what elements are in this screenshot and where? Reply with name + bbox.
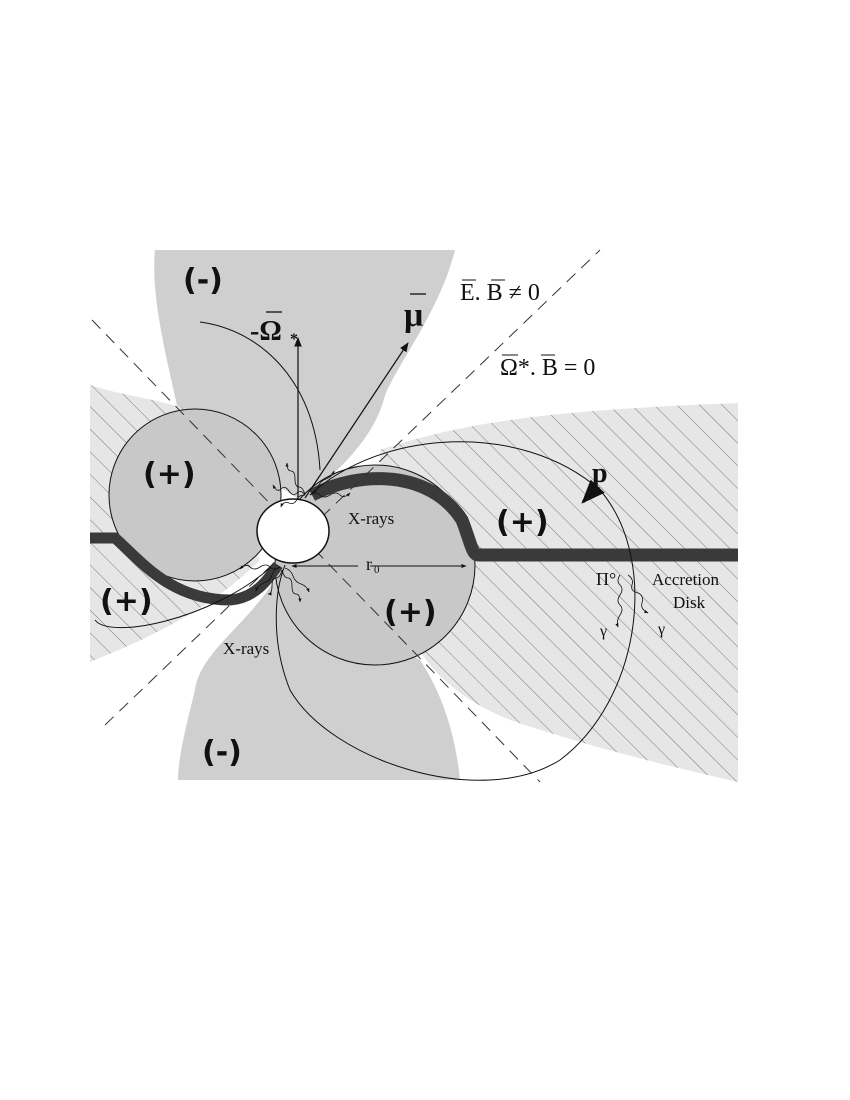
xrays-label-top: X-rays [348, 509, 394, 528]
p-arrow [581, 479, 605, 504]
positive-lobe-upper-left [108, 408, 282, 582]
xray-photons-bottom [239, 564, 310, 603]
disk-label: Disk [673, 593, 706, 612]
plus-label-left-disk: (+) [100, 584, 153, 619]
gamma-label-1: γ [599, 623, 607, 640]
null-line-diagonal-up [104, 249, 601, 726]
mu-vector [304, 342, 409, 499]
disk-region-right-hatch [380, 403, 738, 782]
plus-label-lower-lobe: (+) [384, 595, 437, 630]
r0-label: r [366, 554, 372, 574]
e-dot-b-label: E. B ≠ 0 [460, 280, 540, 306]
neg-omega-label: -Ω [250, 316, 282, 347]
disk-current-sheet-left [90, 532, 283, 606]
field-line-left-arc [94, 567, 271, 629]
xray-photons-top [272, 462, 351, 508]
field-line-top-left [199, 321, 321, 471]
field-line-large-right [275, 441, 636, 781]
pion-label: Π° [596, 569, 616, 589]
gamma-ray-photons [615, 574, 649, 628]
minus-label-top: (-) [183, 263, 223, 298]
p-label: p [592, 458, 608, 489]
negative-region-bottom [178, 570, 460, 780]
accretion-label: Accretion [652, 570, 720, 589]
omega-dot-b-label: Ω*. B = 0 [500, 355, 595, 381]
neutron-star [256, 498, 330, 564]
plus-label-left-lobe: (+) [143, 457, 196, 492]
plus-label-right-disk: (+) [496, 505, 549, 540]
minus-label-bottom: (-) [202, 735, 242, 770]
mu-label: μ [404, 297, 423, 334]
disk-current-sheet-right [309, 472, 738, 562]
xrays-label-bottom: X-rays [223, 639, 269, 658]
gamma-label-2: γ [657, 621, 665, 638]
r0-subscript: 0 [374, 564, 380, 576]
neg-omega-subscript: * [290, 331, 298, 348]
